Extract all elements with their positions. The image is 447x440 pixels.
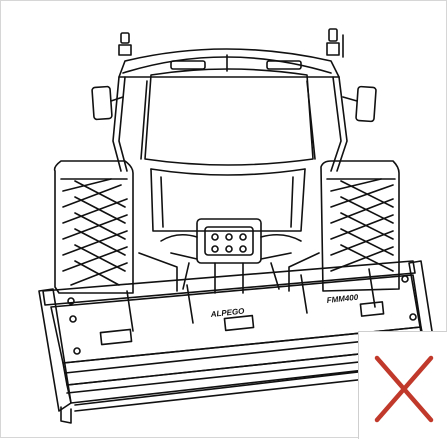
three-point-linkage: [138, 218, 320, 294]
windscreen: [144, 68, 314, 166]
implement-brand-left: ALPEGO: [209, 306, 245, 319]
tyre-left: [53, 160, 134, 294]
implement-brand-right: FMM400: [326, 293, 359, 305]
hood: [150, 168, 306, 232]
beacon-right-icon: [326, 28, 344, 58]
incorrect-badge: [358, 331, 447, 439]
cab-roof: [118, 48, 340, 78]
mirror-left: [91, 85, 124, 121]
red-x-icon: [374, 355, 434, 423]
tyre-right: [320, 160, 400, 292]
beacon-left-icon: [118, 32, 132, 56]
mirror-right: [342, 85, 377, 123]
